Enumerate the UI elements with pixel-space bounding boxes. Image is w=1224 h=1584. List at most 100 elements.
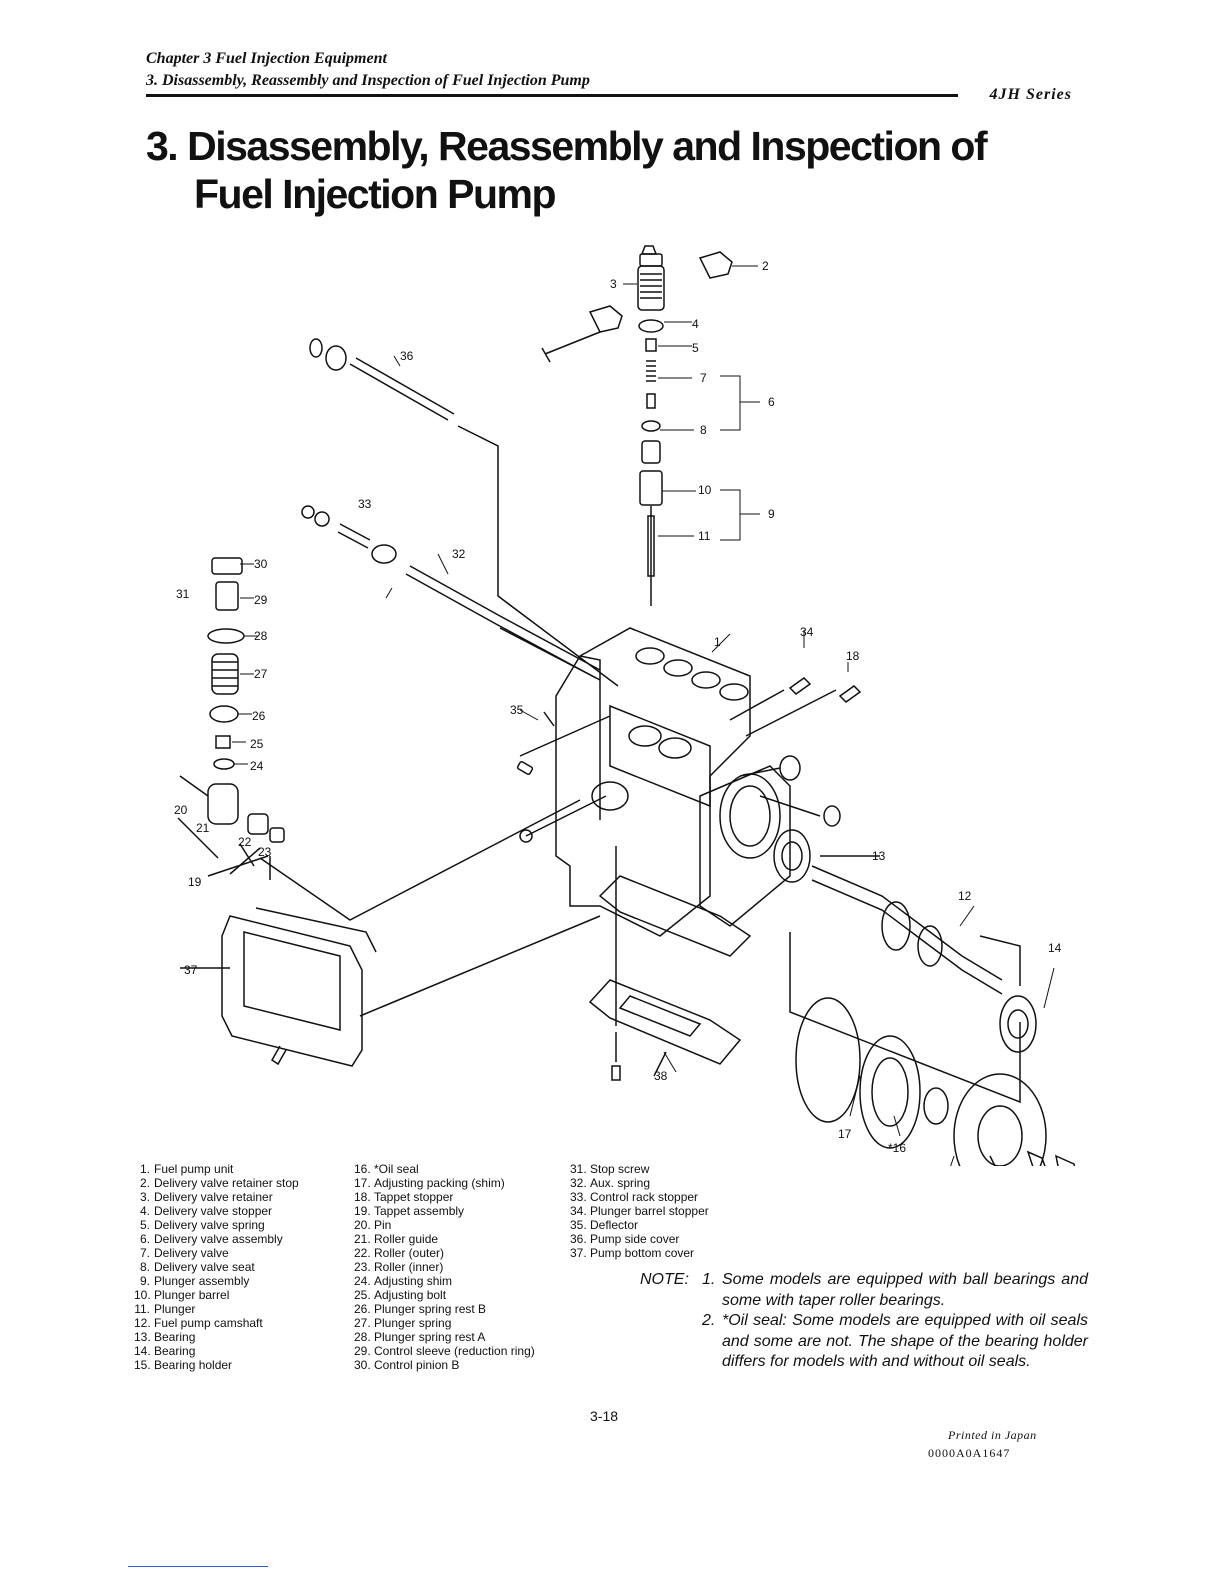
- legend-item: 29.Control sleeve (reduction ring): [354, 1344, 535, 1358]
- legend-item-text: Deflector: [590, 1218, 639, 1232]
- legend-item: 28.Plunger spring rest A: [354, 1330, 535, 1344]
- legend-item-text: Delivery valve retainer: [154, 1190, 273, 1204]
- legend-item-number: 2.: [139, 1176, 150, 1190]
- legend-item-number: 26.: [354, 1302, 371, 1316]
- header-rule: [146, 94, 958, 97]
- legend-item-text: Delivery valve seat: [154, 1260, 255, 1274]
- legend-item: 16.*Oil seal: [354, 1162, 535, 1176]
- callout-28: 28: [254, 629, 268, 643]
- running-header: Chapter 3 Fuel Injection Equipment 3. Di…: [146, 48, 1072, 103]
- callout-37: 37: [184, 963, 198, 977]
- legend-item-text: Delivery valve stopper: [154, 1204, 273, 1218]
- callout-25: 25: [250, 737, 264, 751]
- callout-7: 7: [700, 371, 707, 385]
- legend-item: 26.Plunger spring rest B: [354, 1302, 535, 1316]
- legend-item: 3. Delivery valve retainer: [134, 1190, 299, 1204]
- legend-item: 35.Deflector: [570, 1218, 709, 1232]
- callout-16: *16: [888, 1141, 906, 1155]
- callout-38: 38: [654, 1069, 668, 1083]
- legend-item-number: 12.: [134, 1316, 151, 1330]
- note-item-number: 1.: [702, 1271, 716, 1288]
- callout-32: 32: [452, 547, 466, 561]
- legend-item-number: 3.: [139, 1190, 150, 1204]
- legend-item-number: 1.: [139, 1162, 150, 1176]
- pump-housing: [555, 627, 791, 937]
- callout-17: 17: [838, 1127, 852, 1141]
- callout-27: 27: [254, 667, 268, 681]
- legend-item: 34.Plunger barrel stopper: [570, 1204, 709, 1218]
- legend-item-number: 21.: [354, 1232, 371, 1246]
- legend-item-text: Fuel pump unit: [154, 1162, 234, 1176]
- page-title-line1: 3. Disassembly, Reassembly and Inspectio…: [146, 123, 988, 169]
- legend-item-text: Control pinion B: [374, 1358, 460, 1372]
- exploded-view-diagram: 1 2 3 4 5 6 7 8 9 10 11 12 13 14 15 *16 …: [174, 245, 1076, 1166]
- legend-item-text: Aux. spring: [590, 1176, 651, 1190]
- legend-item: 37.Pump bottom cover: [570, 1246, 709, 1260]
- page-title: 3. Disassembly, Reassembly and Inspectio…: [146, 122, 1046, 218]
- callout-18: 18: [846, 649, 860, 663]
- legend-item-text: Pin: [374, 1218, 392, 1232]
- callout-2: 2: [762, 259, 769, 273]
- legend-item: 13.Bearing: [134, 1330, 299, 1344]
- legend-item-text: Tappet stopper: [374, 1190, 454, 1204]
- callout-9: 9: [768, 507, 775, 521]
- legend-item: 4. Delivery valve stopper: [134, 1204, 299, 1218]
- legend-item-text: Tappet assembly: [374, 1204, 465, 1218]
- tappet-stack: [179, 557, 285, 843]
- legend-item-text: Roller (inner): [374, 1260, 444, 1274]
- legend-item: 31.Stop screw: [570, 1162, 709, 1176]
- note-item-text: Some models are equipped with ball beari…: [722, 1271, 1088, 1309]
- legend-item-number: 8.: [139, 1260, 150, 1274]
- document-code: 0000A0A1647: [928, 1446, 1011, 1460]
- legend-item-text: Plunger: [154, 1302, 196, 1316]
- legend-item-text: Delivery valve assembly: [154, 1232, 283, 1246]
- note-item-text: *Oil seal: Some models are equipped with…: [722, 1312, 1088, 1370]
- legend-item-text: Control rack stopper: [590, 1190, 699, 1204]
- legend-item: 30.Control pinion B: [354, 1358, 535, 1372]
- page-number: 3-18: [590, 1408, 619, 1424]
- callout-labels: 1 2 3 4 5 6 7 8 9 10 11 12 13 14 15 *16 …: [174, 259, 1062, 1155]
- legend-item-number: 9.: [139, 1274, 150, 1288]
- legend-item: 2.Delivery valve retainer stop: [134, 1176, 299, 1190]
- legend-item-number: 33.: [570, 1190, 587, 1204]
- callout-23: 23: [258, 845, 272, 859]
- legend-item-number: 23.: [354, 1260, 371, 1274]
- callout-20: 20: [174, 803, 188, 817]
- series-label: 4JH Series: [989, 86, 1072, 103]
- legend-item-text: Pump side cover: [590, 1232, 680, 1246]
- legend-item-number: 24.: [354, 1274, 371, 1288]
- legend-item-number: 18.: [354, 1190, 371, 1204]
- legend-item: 8. Delivery valve seat: [134, 1260, 299, 1274]
- legend-item-text: Control sleeve (reduction ring): [374, 1344, 535, 1358]
- legend-item: 18.Tappet stopper: [354, 1190, 535, 1204]
- legend-item-number: 16.: [354, 1162, 371, 1176]
- legend-item-number: 35.: [570, 1218, 587, 1232]
- callout-19: 19: [188, 875, 202, 889]
- callout-5: 5: [692, 341, 699, 355]
- callout-21: 21: [196, 821, 210, 835]
- callout-8: 8: [700, 423, 707, 437]
- note-item-number: 2.: [702, 1312, 716, 1329]
- legend-item-number: 27.: [354, 1316, 371, 1330]
- legend-item: 24.Adjusting shim: [354, 1274, 535, 1288]
- legend-item-number: 4.: [139, 1204, 150, 1218]
- note-item-2: 2. *Oil seal: Some models are equipped w…: [640, 1311, 1088, 1373]
- legend-item-number: 28.: [354, 1330, 371, 1344]
- legend-item-text: Plunger spring rest A: [374, 1330, 486, 1344]
- legend-item: 10.Plunger barrel: [134, 1288, 299, 1302]
- legend-item: 1. Fuel pump unit: [134, 1162, 299, 1176]
- legend-item-number: 6.: [139, 1232, 150, 1246]
- callout-34: 34: [800, 625, 814, 639]
- callout-14: 14: [1048, 941, 1062, 955]
- legend-item: 20.Pin: [354, 1218, 535, 1232]
- note-block: NOTE: 1. Some models are equipped with b…: [640, 1270, 1088, 1373]
- delivery-valve-stack: [637, 245, 665, 606]
- legend-item-number: 14.: [134, 1344, 151, 1358]
- callout-35: 35: [510, 703, 524, 717]
- callout-1: 1: [714, 635, 721, 649]
- legend-item-text: Delivery valve spring: [154, 1218, 265, 1232]
- printed-in-label: Printed in Japan: [948, 1428, 1037, 1442]
- legend-item-text: Roller guide: [374, 1232, 439, 1246]
